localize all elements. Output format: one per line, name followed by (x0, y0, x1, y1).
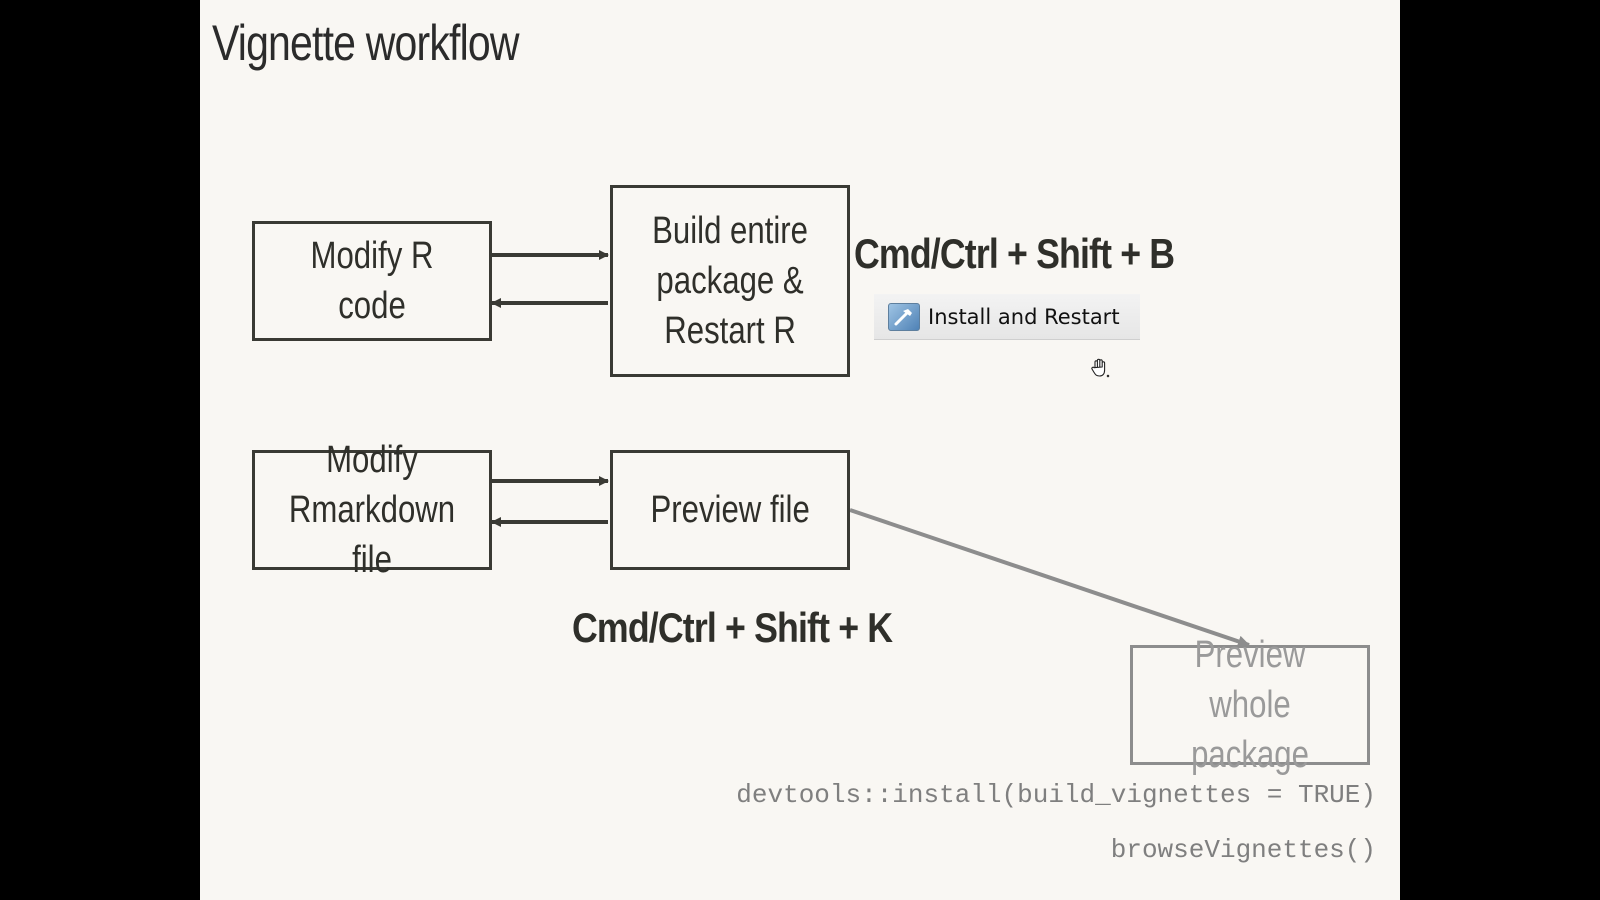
slide-title: Vignette workflow (212, 15, 519, 71)
preview-whole-package-box: Preview whole package (1130, 634, 1370, 776)
browse-vignettes-command: browseVignettes() (1110, 835, 1376, 865)
modify-rmarkdown-box: Modify Rmarkdown file (252, 439, 492, 581)
slide: Vignette workflow Modify R code Build en… (200, 0, 1400, 900)
modify-r-code-label: Modify R code (310, 235, 434, 327)
preview-whole-package-line-2: package (1191, 734, 1309, 776)
build-package-line-3: Restart R (664, 310, 796, 352)
knit-shortcut: Cmd/Ctrl + Shift + K (572, 604, 893, 651)
install-and-restart-button[interactable]: Install and Restart (874, 294, 1140, 340)
modify-rmarkdown-line-2: Rmarkdown file (288, 489, 456, 581)
modify-r-code-box: Modify R code (252, 221, 492, 341)
build-shortcut: Cmd/Ctrl + Shift + B (854, 230, 1175, 277)
install-and-restart-label: Install and Restart (928, 304, 1120, 329)
arrow-preview-to-package (849, 508, 1250, 648)
modify-rmarkdown-line-1: Modify (326, 439, 418, 481)
connector-arrows (491, 250, 1250, 648)
build-package-line-2: package & (656, 260, 804, 302)
preview-file-box: Preview file (610, 450, 850, 570)
build-package-line-1: Build entire (652, 210, 808, 252)
preview-whole-package-line-1: Preview whole (1194, 634, 1306, 726)
build-package-box: Build entire package & Restart R (610, 185, 850, 377)
install-command: devtools::install(build_vignettes = TRUE… (736, 780, 1376, 810)
preview-file-label: Preview file (650, 489, 810, 531)
hammer-icon (888, 302, 920, 331)
hand-cursor-icon (1088, 356, 1112, 380)
